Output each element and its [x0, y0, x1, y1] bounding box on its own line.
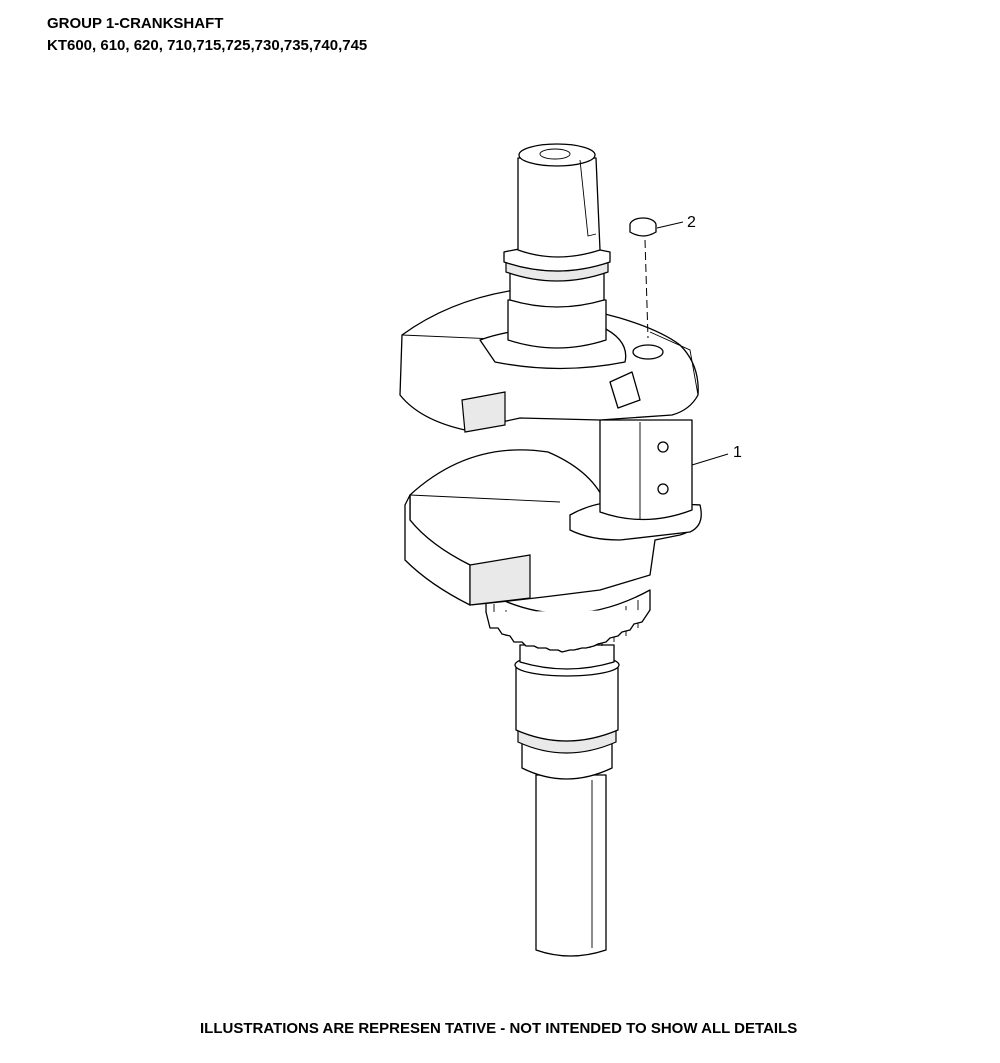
- callout-2-label: 2: [687, 214, 696, 231]
- callout-2: 2: [656, 214, 696, 231]
- callout-1: 1: [691, 444, 742, 466]
- callout-1-label: 1: [733, 444, 742, 461]
- upper-counterweight: [399, 289, 699, 433]
- plug-part-2: [629, 217, 657, 339]
- model-list: KT600, 610, 620, 710,715,725,730,735,740…: [47, 37, 368, 54]
- timing-gear: [485, 589, 651, 653]
- crankshaft-upper-shaft: [503, 143, 611, 349]
- crankshaft-lower-shaft: [514, 644, 620, 957]
- page-title: GROUP 1-CRANKSHAFT: [47, 15, 224, 32]
- footer-disclaimer: ILLUSTRATIONS ARE REPRESEN TATIVE - NOT …: [200, 1020, 798, 1037]
- crankpin: [599, 419, 693, 521]
